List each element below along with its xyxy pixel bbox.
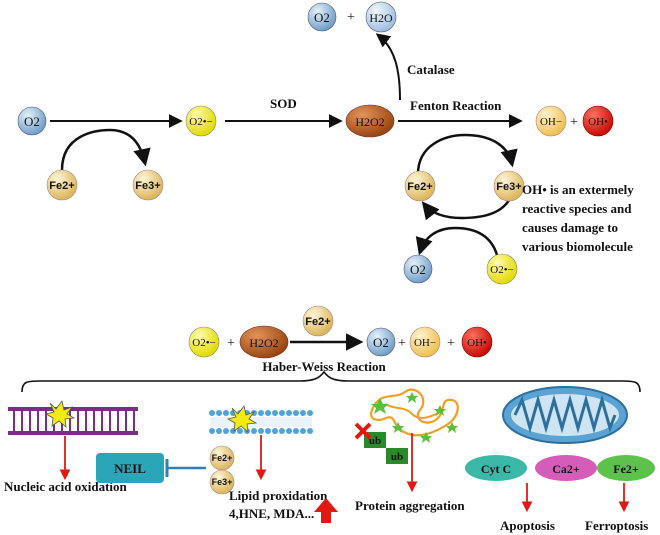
ub-label-1: ub [369,435,381,447]
increase-up-arrow-icon [314,498,338,523]
catalase-plus: + [347,10,355,25]
neil-fe2-node: Fe2+ [209,445,235,471]
fe2-fenton-label: Fe2+ [407,181,432,193]
fe3-fenton-node: Fe3+ [493,170,525,202]
fenton-cycle-lower-arrow [421,199,511,221]
cytc-pill: Cyt C [465,455,527,481]
neil-fe3-label: Fe3+ [212,477,233,487]
apoptosis-label: Apoptosis [500,518,555,533]
hw-h2o2-label: H2O2 [249,336,278,350]
blocked-x-icon [354,422,372,440]
regen-o2-node: O2 [403,254,433,284]
fenton-oh-radical-node: OH• [582,105,614,137]
lipid-damage-burst-icon [226,405,258,433]
hw-h2o2-node: H2O2 [239,325,289,359]
oh-note-line-2: reactive species and [522,201,632,216]
catalase-o2-node: O2 [307,2,337,32]
neil-fe3-node: Fe3+ [209,469,235,495]
fenton-oh-minus-node: OH− [535,105,567,137]
fe3-left-label: Fe3+ [135,180,160,192]
hw-fe2-label: Fe2+ [305,316,330,328]
ferroptosis-label: Ferroptosis [585,518,648,533]
fe3-left-node: Fe3+ [132,169,164,201]
hw-plus-1: + [227,336,235,351]
h2o2-node: H2O2 [345,104,395,138]
damage-burst-icon [44,400,76,428]
catalase-label: Catalase [407,62,455,77]
hw-oh-minus-label: OH− [414,337,436,349]
haber-weiss-label: Haber-Weiss Reaction [262,359,386,374]
hw-o2-label: O2 [373,335,389,350]
hw-plus-2: + [398,336,406,351]
h2o2-label: H2O2 [355,115,384,129]
h2o-node: H2O [365,1,397,33]
hw-oh-radical-node: OH• [461,326,493,358]
neil-label: NEIL [114,461,146,476]
fe2-pill-label: Fe2+ [613,462,639,476]
fe2-left-label: Fe2+ [49,180,74,192]
hw-oh-minus-node: OH− [409,326,441,358]
fenton-oh-radical-label: OH• [588,116,608,128]
regen-superoxide-node: O2•− [486,253,518,285]
mitochondrion-icon [502,386,628,444]
hw-oh-radical-label: OH• [467,337,487,349]
top-superoxide-node: O2•− [185,105,217,137]
dna-ladder-illustration [8,400,138,435]
ca-pill: Ca2+ [535,455,597,481]
oh-note-line-1: OH• is an extermely [522,182,634,197]
hw-plus-3: + [447,336,455,351]
regen-o2-label: O2 [410,262,426,277]
ca-label: Ca2+ [552,462,580,476]
curly-brace [21,370,641,393]
neil-fe2-label: Fe2+ [212,453,233,463]
oh-note-line-4: various biomolecule [522,239,633,254]
hw-fe2-node: Fe2+ [302,305,334,337]
h2o-label: H2O [369,11,393,25]
catalase-arrow [375,33,401,101]
regen-superoxide-label: O2•− [490,264,514,276]
protein-aggregate-illustration [370,388,459,443]
neil-box: NEIL [96,453,164,483]
hw-superoxide-label: O2•− [192,337,216,349]
fenton-plus: + [570,115,578,130]
fe3-fenton-label: Fe3+ [496,181,521,193]
nucleic-label: Nucleic acid oxidation [4,479,128,494]
fe2-pill: Fe2+ [597,455,655,481]
fenton-cycle-upper-arrow [416,133,518,175]
fe2-left-node: Fe2+ [46,169,78,201]
fenton-oh-minus-label: OH− [540,116,562,128]
superoxide-regeneration-arrow [415,226,499,256]
neil-inhibitor [165,459,206,477]
oh-note: OH• is an extermely reactive species and… [522,182,634,254]
top-o2-node: O2 [17,106,47,136]
catalase-o2-label: O2 [314,10,330,25]
lipid-bilayer-illustration [209,405,313,434]
lipid-label-1: Lipid proxidation [229,488,328,503]
hw-superoxide-node: O2•− [188,326,220,358]
hw-o2-node: O2 [366,327,396,357]
superoxide-label: O2•− [189,116,213,128]
ub-label-2: ub [391,451,403,463]
protein-label: Protein aggregation [355,498,465,513]
fe2-fenton-node: Fe2+ [404,170,436,202]
fenton-label: Fenton Reaction [410,98,502,113]
sod-label: SOD [270,96,297,111]
o2-label: O2 [24,114,40,129]
oh-note-line-3: causes damage to [522,220,618,235]
fe-cycle-arrow-left [60,128,151,171]
ub-tag-2: ub [386,448,408,464]
lipid-label-2: 4,HNE, MDA... [229,506,314,521]
cytc-label: Cyt C [481,462,511,476]
